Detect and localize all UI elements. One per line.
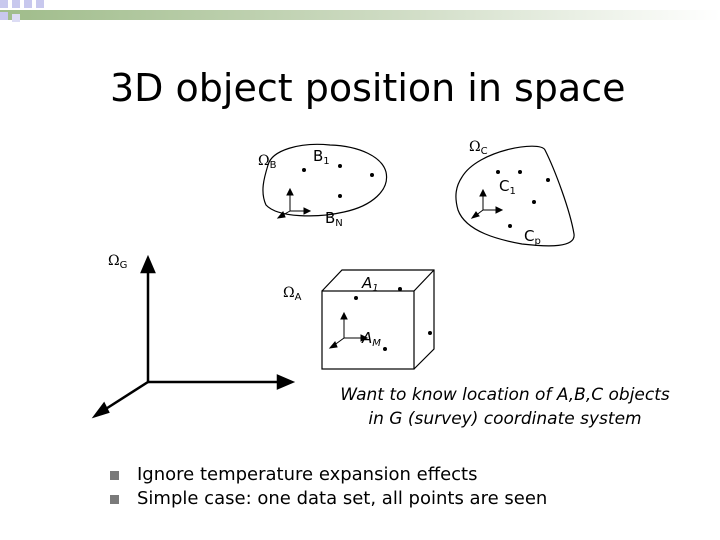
- point-bn-label: BN: [325, 209, 343, 229]
- omega-c-label: ΩC: [469, 139, 488, 157]
- point-a1-label: A1: [362, 274, 379, 294]
- omega-g-label: ΩG: [108, 253, 128, 271]
- global-frame-axes: [91, 254, 296, 419]
- point-cp-label: Cp: [524, 227, 541, 247]
- object-b-outline: [262, 143, 388, 217]
- caption: Want to know location of A,B,C objects i…: [300, 383, 710, 431]
- object-a-axes: [328, 311, 369, 349]
- object-c-axes: [470, 188, 504, 219]
- square-bullet-icon: [110, 495, 119, 504]
- object-c-points: [496, 170, 550, 228]
- caption-line-2: in G (survey) coordinate system: [368, 409, 642, 429]
- caption-line-1: Want to know location of A,B,C objects: [340, 385, 670, 405]
- object-a-points: [354, 287, 432, 351]
- point-b1-label: B1: [313, 147, 330, 167]
- object-c-outline: [455, 145, 575, 247]
- point-c1-label: C1: [499, 177, 516, 197]
- square-bullet-icon: [110, 471, 119, 480]
- omega-a-label: ΩA: [283, 285, 302, 303]
- slide-title: 3D object position in space: [110, 66, 626, 110]
- point-am-label: AM: [362, 329, 381, 349]
- bullet-item: Simple case: one data set, all points ar…: [108, 487, 547, 511]
- object-b-axes: [276, 187, 312, 219]
- bullet-list: Ignore temperature expansion effects Sim…: [108, 463, 547, 511]
- object-b-points: [302, 164, 374, 198]
- bullet-item: Ignore temperature expansion effects: [108, 463, 547, 487]
- object-a-box: [321, 269, 435, 370]
- omega-b-label: ΩB: [258, 153, 277, 171]
- header-decoration: [0, 0, 720, 22]
